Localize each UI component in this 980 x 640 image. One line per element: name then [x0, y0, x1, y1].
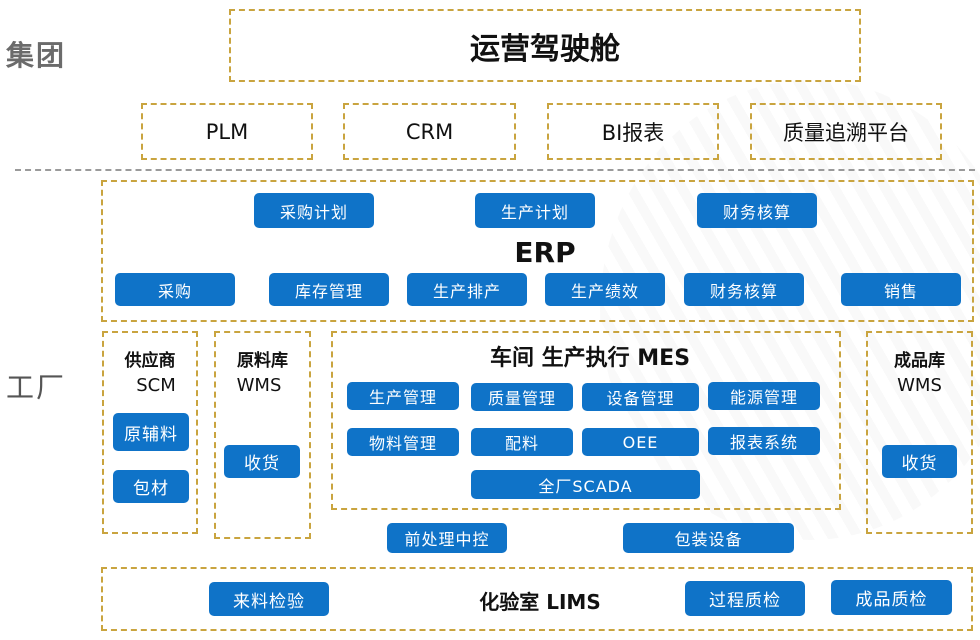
mes-btn-oee[interactable]: OEE [582, 428, 699, 456]
plm-box[interactable]: PLM [141, 103, 313, 160]
operations-cockpit-box[interactable]: 运营驾驶舱 [229, 9, 861, 82]
quality-trace-box[interactable]: 质量追溯平台 [750, 103, 942, 160]
erp-btn-performance[interactable]: 生产绩效 [545, 273, 665, 306]
erp-btn-sales[interactable]: 销售 [841, 273, 961, 306]
erp-btn-finance-top[interactable]: 财务核算 [697, 193, 817, 228]
mes-btn-energy-mgmt[interactable]: 能源管理 [708, 382, 820, 410]
lims-btn-incoming-inspection[interactable]: 来料检验 [209, 582, 329, 616]
crm-box[interactable]: CRM [343, 103, 516, 160]
mes-box [331, 331, 841, 510]
lims-box [101, 567, 973, 631]
mes-btn-batching[interactable]: 配料 [471, 428, 573, 456]
quality-trace-label: 质量追溯平台 [783, 120, 909, 145]
erp-box [101, 180, 974, 322]
raw-warehouse-btn-receiving[interactable]: 收货 [224, 445, 300, 478]
erp-btn-finance-bottom[interactable]: 财务核算 [684, 273, 804, 306]
raw-warehouse-title: 原料库 [237, 351, 288, 371]
finished-warehouse-box [866, 331, 973, 534]
mes-btn-quality-mgmt[interactable]: 质量管理 [471, 383, 573, 411]
finished-warehouse-btn-receiving[interactable]: 收货 [882, 445, 957, 478]
supplier-btn-raw-materials[interactable]: 原辅料 [113, 413, 189, 451]
lims-btn-process-qc[interactable]: 过程质检 [685, 581, 805, 616]
erp-btn-production-plan[interactable]: 生产计划 [475, 193, 595, 228]
mes-btn-material-mgmt[interactable]: 物料管理 [347, 428, 459, 456]
erp-btn-purchase[interactable]: 采购 [115, 273, 235, 306]
finished-warehouse-subtitle: WMS [897, 375, 942, 396]
supplier-subtitle: SCM [136, 375, 176, 396]
lims-btn-finished-qc[interactable]: 成品质检 [831, 580, 952, 615]
mes-title: 车间 生产执行 MES [489, 346, 691, 371]
crm-label: CRM [405, 119, 454, 144]
lims-title: 化验室 LIMS [479, 590, 601, 614]
side-label-group: 集团 [6, 39, 67, 72]
mes-btn-production-mgmt[interactable]: 生产管理 [347, 382, 459, 410]
mes-btn-scada[interactable]: 全厂SCADA [471, 470, 700, 499]
erp-title: ERP [514, 236, 576, 269]
raw-warehouse-box [214, 331, 311, 539]
side-label-factory: 工厂 [6, 371, 67, 404]
erp-btn-inventory[interactable]: 库存管理 [269, 273, 389, 306]
raw-warehouse-subtitle: WMS [236, 375, 282, 396]
bi-report-label: BI报表 [601, 120, 665, 145]
mes-btn-equipment-mgmt[interactable]: 设备管理 [582, 383, 699, 411]
erp-btn-scheduling[interactable]: 生产排产 [407, 273, 527, 306]
bi-report-box[interactable]: BI报表 [547, 103, 719, 160]
supplier-btn-packaging[interactable]: 包材 [113, 470, 189, 503]
equip-btn-packaging-equipment[interactable]: 包装设备 [623, 523, 794, 553]
finished-warehouse-title: 成品库 [894, 351, 945, 371]
erp-btn-purchase-plan[interactable]: 采购计划 [254, 193, 374, 228]
plm-label: PLM [205, 119, 249, 144]
supplier-title: 供应商 [124, 351, 176, 371]
operations-cockpit-label: 运营驾驶舱 [470, 31, 620, 67]
layer-separator [15, 169, 975, 171]
equip-btn-pretreatment-control[interactable]: 前处理中控 [387, 523, 507, 553]
mes-btn-report-system[interactable]: 报表系统 [708, 427, 820, 455]
supplier-scm-box [102, 331, 198, 534]
